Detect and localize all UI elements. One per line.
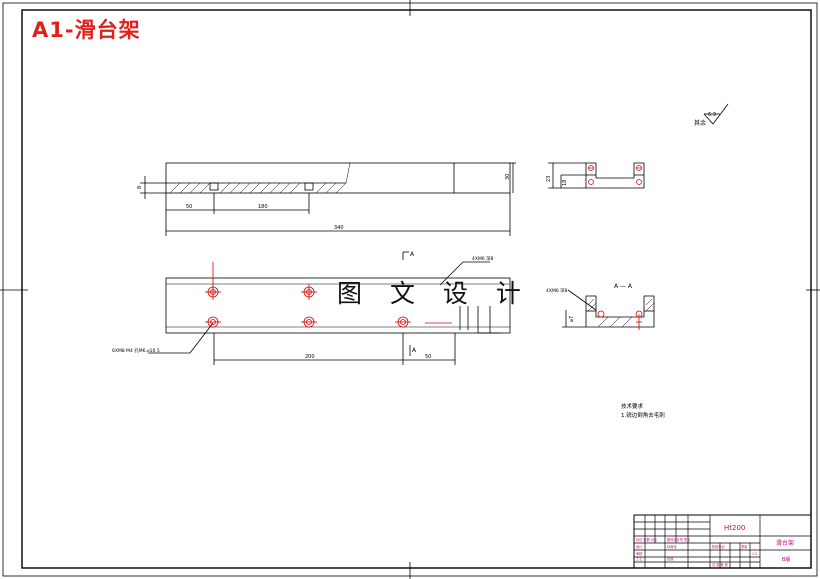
side-dim-inner: 18 <box>562 180 568 186</box>
watermark: 图 文 设 计 <box>337 279 531 308</box>
callout-right: 4XM6 深8 <box>472 255 494 262</box>
section-mark-top: A <box>410 251 415 258</box>
drawing-title: A1-滑台架 <box>32 18 141 42</box>
section-holes <box>597 310 643 330</box>
svg-text:设计: 设计 <box>636 544 643 549</box>
front-view <box>140 162 516 236</box>
notes-line1: 1.锐边倒角去毛刺 <box>621 411 665 419</box>
dim-spacing: 180 <box>258 204 268 210</box>
svg-text:1:1: 1:1 <box>752 552 757 556</box>
svg-text:阶段标记: 阶段标记 <box>712 544 726 549</box>
svg-text:标记 处数 分区: 标记 处数 分区 <box>636 537 658 542</box>
dim-offset: 50 <box>186 204 192 210</box>
surface-finish-value: 6.3 <box>708 112 716 118</box>
side-view-holes <box>588 165 642 185</box>
notes-heading: 技术要求 <box>621 402 644 410</box>
svg-text:共 张 第 张: 共 张 第 张 <box>712 562 729 567</box>
surface-finish-symbol <box>703 103 729 125</box>
inner-frame <box>21 9 812 569</box>
section-view <box>562 289 655 328</box>
side-view <box>548 162 645 189</box>
svg-text:重量: 重量 <box>741 544 748 549</box>
svg-text:标准化: 标准化 <box>667 544 677 549</box>
section-mark-bottom: A <box>412 347 417 354</box>
material: Ht200 <box>724 524 745 532</box>
dim-span: 200 <box>305 354 315 360</box>
title-block <box>633 514 812 569</box>
section-callout: 4XM6 深8 <box>546 287 568 294</box>
svg-text:批准: 批准 <box>667 556 674 561</box>
part-name: 滑台架 <box>776 539 794 547</box>
dim-overall: 340 <box>334 225 344 231</box>
top-view <box>148 251 511 365</box>
surface-finish-label: 其余 <box>694 119 706 127</box>
section-dim: ⌀7 <box>569 316 575 322</box>
svg-text:更改文件号 签名: 更改文件号 签名 <box>667 537 690 542</box>
sheet-label: B版 <box>782 556 790 563</box>
svg-text:工艺: 工艺 <box>636 556 642 561</box>
section-title: A — A <box>614 283 633 290</box>
top-view-holes <box>205 262 411 328</box>
callout-bolts: 6XM8 M4 孔M6,⌀10 5 <box>112 347 160 354</box>
side-dim-outer: 23 <box>546 176 552 182</box>
dim-height: 30 <box>505 174 511 180</box>
dim-edge: 50 <box>425 354 431 360</box>
dim-thickness: 8 <box>137 186 143 189</box>
svg-text:审核: 审核 <box>636 551 643 556</box>
